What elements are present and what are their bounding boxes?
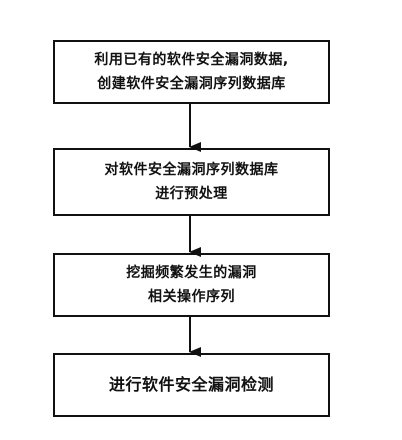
step-1-box: 利用已有的软件安全漏洞数据, 创建软件安全漏洞序列数据库 [53, 40, 330, 104]
step-3-line-2: 相关操作序列 [148, 289, 235, 305]
step-2-line-2: 进行预处理 [155, 186, 228, 202]
step-1-line-2: 创建软件安全漏洞序列数据库 [97, 76, 286, 92]
step-1-line-1: 利用已有的软件安全漏洞数据, [94, 52, 289, 68]
step-3-box: 挖掘频繁发生的漏洞 相关操作序列 [53, 253, 330, 317]
step-4-line-1: 进行软件安全漏洞检测 [108, 375, 274, 394]
step-2-line-1: 对软件安全漏洞序列数据库 [104, 162, 279, 178]
step-3-line-1: 挖掘频繁发生的漏洞 [126, 265, 257, 281]
step-2-box: 对软件安全漏洞序列数据库 进行预处理 [53, 148, 330, 216]
